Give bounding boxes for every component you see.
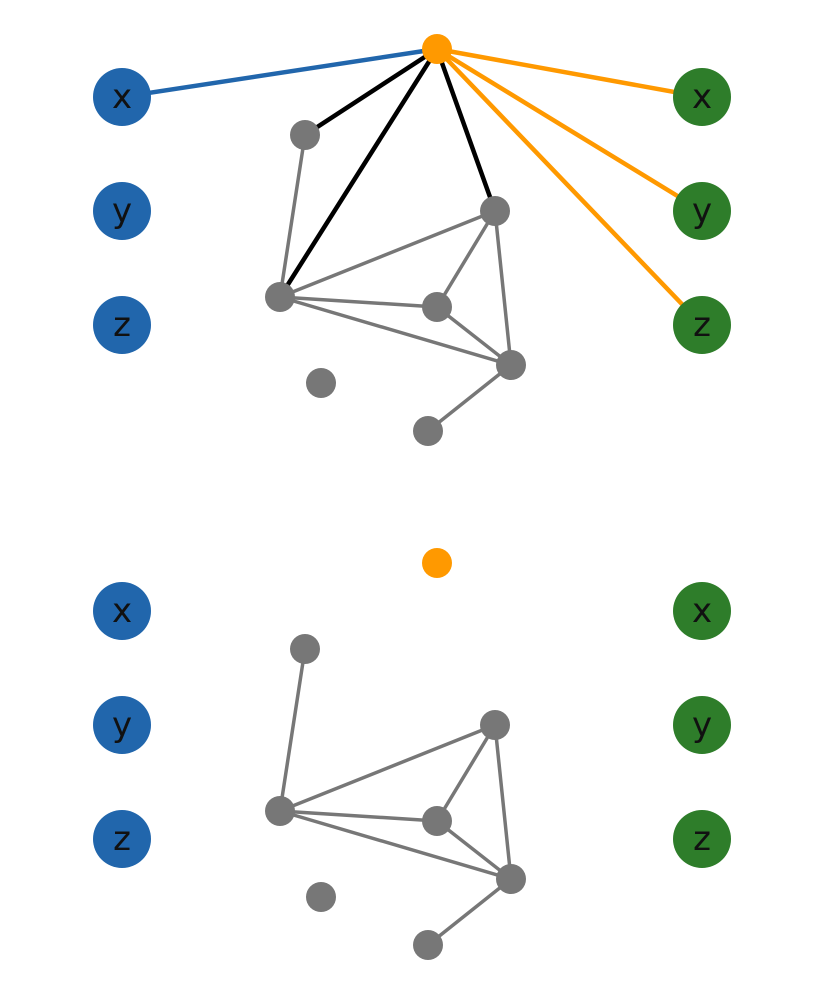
internal-node-n2 bbox=[265, 282, 295, 312]
hub-edge-hub-to-n3 bbox=[434, 46, 498, 214]
internal-edge-n3-to-n4 bbox=[435, 723, 497, 823]
bottom-network-panel: x y z x y z bbox=[93, 548, 731, 960]
output-edge-hub-to-out-z bbox=[434, 46, 705, 328]
input-node-circle bbox=[93, 582, 151, 640]
internal-edge-n5-to-n7 bbox=[426, 363, 513, 433]
input-node-y: y bbox=[93, 696, 151, 754]
internal-node-n1 bbox=[290, 634, 320, 664]
internal-node-n4 bbox=[422, 806, 452, 836]
input-node-x: x bbox=[93, 582, 151, 640]
output-node-label: x bbox=[692, 77, 712, 117]
internal-node-n3 bbox=[480, 196, 510, 226]
internal-node-n7 bbox=[413, 930, 443, 960]
internal-edge-n3-to-n5 bbox=[493, 723, 513, 881]
internal-edge-n2-to-n5 bbox=[278, 295, 513, 367]
input-node-label: x bbox=[112, 77, 132, 117]
output-node-circle bbox=[673, 296, 731, 354]
output-node-circle bbox=[673, 810, 731, 868]
internal-edge-n1-to-n2 bbox=[278, 647, 307, 813]
output-node-x: x bbox=[673, 68, 731, 126]
output-node-label: y bbox=[692, 191, 712, 231]
top-network-panel: x y z x y z bbox=[93, 34, 731, 446]
internal-node-n3 bbox=[480, 710, 510, 740]
hub-edge-hub-to-n2 bbox=[277, 46, 440, 300]
output-node-label: z bbox=[693, 819, 711, 859]
internal-node-n5 bbox=[496, 864, 526, 894]
input-node-label: y bbox=[112, 191, 132, 231]
input-edge-in-x-to-hub bbox=[119, 46, 440, 100]
internal-node-n2 bbox=[265, 796, 295, 826]
input-node-circle bbox=[93, 696, 151, 754]
hub-node bbox=[422, 34, 452, 64]
input-node-circle bbox=[93, 68, 151, 126]
output-node-circle bbox=[673, 68, 731, 126]
internal-edge-n2-to-n3 bbox=[278, 723, 497, 813]
input-node-y: y bbox=[93, 182, 151, 240]
internal-edge-n2-to-n4 bbox=[278, 295, 439, 309]
output-edge-hub-to-out-y bbox=[434, 46, 705, 214]
output-node-circle bbox=[673, 696, 731, 754]
internal-node-n7 bbox=[413, 416, 443, 446]
hub-node bbox=[422, 548, 452, 578]
output-node-z: z bbox=[673, 296, 731, 354]
input-node-circle bbox=[93, 182, 151, 240]
output-node-label: x bbox=[692, 591, 712, 631]
internal-node-n6 bbox=[306, 882, 336, 912]
internal-edge-n3-to-n5 bbox=[493, 209, 513, 367]
input-node-x: x bbox=[93, 68, 151, 126]
output-node-circle bbox=[673, 582, 731, 640]
input-node-label: y bbox=[112, 705, 132, 745]
edges bbox=[119, 46, 705, 433]
input-node-circle bbox=[93, 810, 151, 868]
output-node-circle bbox=[673, 182, 731, 240]
input-node-z: z bbox=[93, 296, 151, 354]
output-node-label: y bbox=[692, 705, 712, 745]
input-node-label: x bbox=[112, 591, 132, 631]
internal-node-n6 bbox=[306, 368, 336, 398]
internal-node-n1 bbox=[290, 120, 320, 150]
internal-node-n5 bbox=[496, 350, 526, 380]
output-node-y: y bbox=[673, 182, 731, 240]
internal-edge-n4-to-n5 bbox=[435, 819, 513, 881]
internal-edge-n5-to-n7 bbox=[426, 877, 513, 947]
internal-edge-n1-to-n2 bbox=[278, 133, 307, 299]
internal-node-n4 bbox=[422, 292, 452, 322]
input-node-label: z bbox=[113, 305, 131, 345]
internal-edge-n4-to-n5 bbox=[435, 305, 513, 367]
input-node-z: z bbox=[93, 810, 151, 868]
internal-edge-n2-to-n4 bbox=[278, 809, 439, 823]
input-node-label: z bbox=[113, 819, 131, 859]
input-node-circle bbox=[93, 296, 151, 354]
output-node-label: z bbox=[693, 305, 711, 345]
hub-edge-hub-to-n1 bbox=[302, 46, 440, 138]
output-edge-hub-to-out-x bbox=[434, 46, 705, 100]
edges bbox=[278, 647, 513, 947]
output-node-y: y bbox=[673, 696, 731, 754]
internal-edge-n2-to-n3 bbox=[278, 209, 497, 299]
internal-edge-n3-to-n4 bbox=[435, 209, 497, 309]
output-node-x: x bbox=[673, 582, 731, 640]
internal-edge-n2-to-n5 bbox=[278, 809, 513, 881]
output-node-z: z bbox=[673, 810, 731, 868]
